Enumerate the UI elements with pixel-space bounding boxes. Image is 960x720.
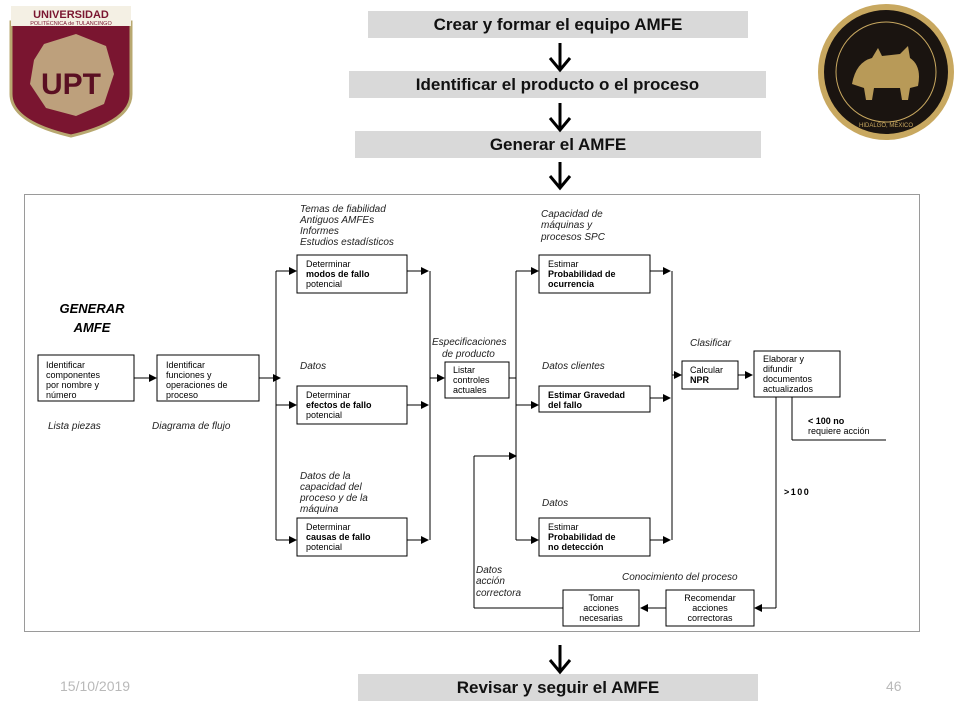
svg-text:controles: controles xyxy=(453,375,490,385)
label-lista-piezas: Lista piezas xyxy=(48,421,101,432)
svg-text:por nombre y: por nombre y xyxy=(46,380,100,390)
svg-text:Temas de fiabilidad: Temas de fiabilidad xyxy=(300,204,386,215)
label-diagrama-flujo: Diagrama de flujo xyxy=(152,421,231,432)
svg-text:funciones y: funciones y xyxy=(166,370,212,380)
svg-text:Datos: Datos xyxy=(476,565,502,576)
svg-text:del fallo: del fallo xyxy=(548,400,583,410)
svg-text:procesos SPC: procesos SPC xyxy=(540,232,606,243)
svg-text:Determinar: Determinar xyxy=(306,390,351,400)
svg-text:número: número xyxy=(46,390,77,400)
svg-text:potencial: potencial xyxy=(306,410,342,420)
svg-text:Estimar: Estimar xyxy=(548,259,579,269)
svg-text:documentos: documentos xyxy=(763,374,813,384)
svg-text:Antiguos AMFEs: Antiguos AMFEs xyxy=(299,215,374,226)
svg-text:difundir: difundir xyxy=(763,364,793,374)
svg-text:Especificaciones: Especificaciones xyxy=(432,337,506,348)
svg-text:Datos de la: Datos de la xyxy=(300,471,351,482)
svg-text:Estimar: Estimar xyxy=(548,522,579,532)
svg-text:Probabilidad de: Probabilidad de xyxy=(548,269,616,279)
footer-page-number: 46 xyxy=(886,678,902,694)
logo-right-bottom-text: HIDALGO, MÉXICO xyxy=(859,122,913,129)
step-crear-equipo: Crear y formar el equipo AMFE xyxy=(368,11,748,38)
box-estimar-ocurrencia xyxy=(538,254,651,294)
logo-left-arc-text: UNIVERSIDAD xyxy=(33,9,109,21)
box-determinar-modos xyxy=(296,254,408,294)
svg-text:requiere acción: requiere acción xyxy=(808,426,870,436)
svg-text:potencial: potencial xyxy=(306,542,342,552)
svg-text:Recomendar: Recomendar xyxy=(684,593,736,603)
box-estimar-deteccion xyxy=(538,517,651,557)
box-identificar-componentes xyxy=(37,354,135,402)
label-datos: Datos xyxy=(300,361,326,372)
box-tomar-acciones xyxy=(562,589,640,627)
box-determinar-causas xyxy=(296,517,408,557)
label-menor-100: < 100 no xyxy=(808,416,845,426)
svg-text:Capacidad de: Capacidad de xyxy=(541,209,603,220)
label-mayor-100: >100 xyxy=(784,487,810,497)
svg-text:Identificar: Identificar xyxy=(166,360,205,370)
svg-text:necesarias: necesarias xyxy=(579,613,623,623)
box-identificar-funciones xyxy=(156,354,260,402)
svg-text:acción: acción xyxy=(476,576,505,587)
section-title-1: GENERAR xyxy=(59,301,125,316)
svg-text:Determinar: Determinar xyxy=(306,259,351,269)
svg-text:proceso y de la: proceso y de la xyxy=(299,493,368,504)
step-revisar-seguir: Revisar y seguir el AMFE xyxy=(358,674,758,701)
svg-text:Estudios estadísticos: Estudios estadísticos xyxy=(300,237,394,248)
svg-text:máquina: máquina xyxy=(300,504,339,515)
svg-text:Listar: Listar xyxy=(453,365,475,375)
svg-text:Elaborar y: Elaborar y xyxy=(763,354,805,364)
upt-shield-logo: UNIVERSIDAD POLITÉCNICA de TULANCINGO UP… xyxy=(9,6,133,138)
svg-text:máquinas y: máquinas y xyxy=(541,220,593,231)
svg-text:de producto: de producto xyxy=(442,349,495,360)
svg-text:Probabilidad de: Probabilidad de xyxy=(548,532,616,542)
footer-date: 15/10/2019 xyxy=(60,678,131,694)
svg-text:operaciones de: operaciones de xyxy=(166,380,228,390)
svg-text:ocurrencia: ocurrencia xyxy=(548,279,595,289)
svg-text:modos de fallo: modos de fallo xyxy=(306,269,370,279)
svg-text:acciones: acciones xyxy=(583,603,619,613)
svg-text:Calcular: Calcular xyxy=(690,365,723,375)
box-listar-controles xyxy=(444,361,510,399)
svg-text:actuales: actuales xyxy=(453,385,487,395)
svg-text:causas de fallo: causas de fallo xyxy=(306,532,371,542)
box-calcular-npr xyxy=(681,360,739,390)
box-estimar-gravedad xyxy=(538,385,651,413)
svg-text:capacidad del: capacidad del xyxy=(300,482,362,493)
upt-seal-logo: HIDALGO, MÉXICO xyxy=(818,4,954,140)
svg-text:Tomar: Tomar xyxy=(588,593,613,603)
svg-text:Informes: Informes xyxy=(300,226,339,237)
svg-text:correctoras: correctoras xyxy=(687,613,733,623)
label-datos-bottom: Datos xyxy=(542,498,568,509)
svg-text:efectos de fallo: efectos de fallo xyxy=(306,400,372,410)
label-datos-clientes: Datos clientes xyxy=(542,361,605,372)
logo-left-mark: UPT xyxy=(41,68,101,101)
svg-text:potencial: potencial xyxy=(306,279,342,289)
section-title-2: AMFE xyxy=(73,320,111,335)
svg-text:Identificar: Identificar xyxy=(46,360,85,370)
svg-text:Determinar: Determinar xyxy=(306,522,351,532)
step-identificar-producto: Identificar el producto o el proceso xyxy=(349,71,766,98)
step-generar-amfe: Generar el AMFE xyxy=(355,131,761,158)
amfe-diagram-panel xyxy=(24,194,920,632)
svg-text:NPR: NPR xyxy=(690,375,710,385)
svg-text:Estimar Gravedad: Estimar Gravedad xyxy=(548,390,625,400)
label-clasificar: Clasificar xyxy=(690,338,732,349)
svg-text:proceso: proceso xyxy=(166,390,198,400)
svg-text:actualizados: actualizados xyxy=(763,384,814,394)
svg-text:correctora: correctora xyxy=(476,588,521,599)
svg-text:no detección: no detección xyxy=(548,542,604,552)
svg-text:componentes: componentes xyxy=(46,370,101,380)
svg-text:acciones: acciones xyxy=(692,603,728,613)
box-elaborar-documentos xyxy=(753,350,841,398)
label-conocimiento: Conocimiento del proceso xyxy=(622,572,738,583)
logo-left-sub-text: POLITÉCNICA de TULANCINGO xyxy=(30,20,112,27)
